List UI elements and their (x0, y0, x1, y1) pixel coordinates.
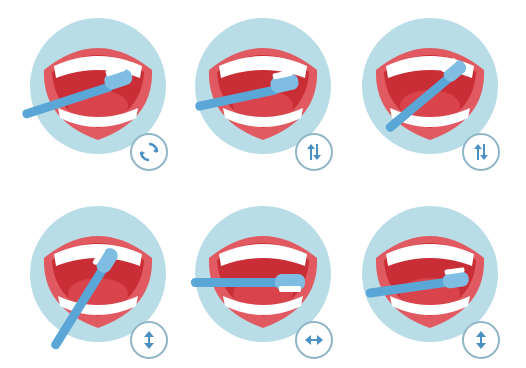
step-5-panel (183, 196, 343, 361)
step-2-panel (183, 8, 343, 173)
motion-badge (130, 321, 168, 359)
step-1-panel (18, 8, 178, 173)
toothbrush-handle (191, 278, 283, 287)
up-down-arrows-icon (469, 140, 493, 164)
vertical-double-arrow-icon (469, 328, 493, 352)
motion-badge (462, 133, 500, 171)
step-3-panel (350, 8, 510, 173)
motion-badge (295, 133, 333, 171)
step-6-panel (350, 196, 510, 361)
circular-arrows-icon (137, 140, 161, 164)
motion-badge (462, 321, 500, 359)
up-down-arrows-icon (302, 140, 326, 164)
motion-badge (295, 321, 333, 359)
vertical-double-arrow-icon (137, 328, 161, 352)
toothbrush-bristles (279, 286, 301, 292)
motion-badge (130, 133, 168, 171)
horizontal-double-arrow-icon (302, 328, 326, 352)
step-4-panel (18, 196, 178, 361)
